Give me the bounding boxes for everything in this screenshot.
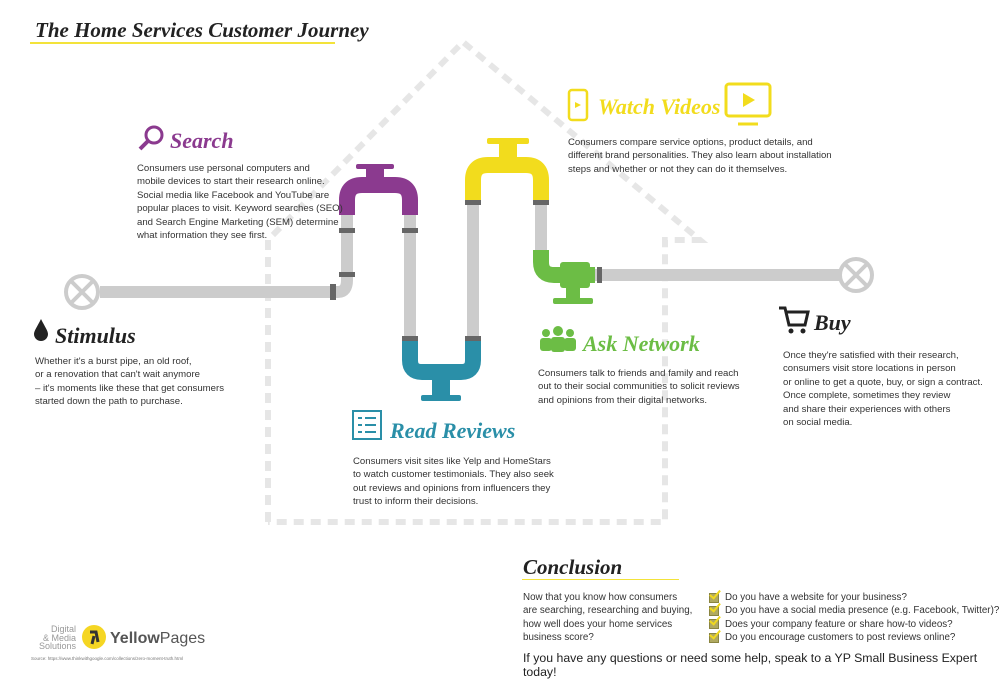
stimulus-heading: Stimulus — [55, 323, 136, 348]
page-title: The Home Services Customer Journey — [35, 18, 369, 42]
checklist-item: Do you have a website for your business? — [709, 591, 999, 604]
shopping-cart-icon — [779, 306, 810, 334]
yellow-faucet — [465, 138, 549, 205]
conclusion-heading: Conclusion — [523, 555, 623, 579]
people-group-icon — [540, 326, 576, 352]
house-outline — [265, 37, 709, 525]
videos-heading: Watch Videos — [598, 94, 721, 119]
title-underline — [30, 42, 335, 44]
blue-faucet — [402, 340, 481, 401]
pipe — [100, 200, 840, 345]
right-valve-icon — [838, 257, 874, 293]
cta-text: If you have any questions or need some h… — [523, 651, 978, 679]
dms-logo-text: Digital & Media Solutions — [38, 624, 76, 651]
water-drop-icon — [34, 319, 48, 341]
network-body: Consumers talk to friends and family and… — [538, 368, 740, 406]
yellowpages-walking-fingers-logo — [82, 625, 106, 649]
checklist-item: Does your company feature or share how-t… — [709, 618, 999, 631]
purple-faucet — [339, 164, 418, 215]
conclusion-checklist: Do you have a website for your business?… — [709, 591, 999, 644]
reviews-body: Consumers visit sites like Yelp and Home… — [353, 456, 554, 508]
video-player-icon — [724, 82, 772, 126]
magnifier-icon — [138, 125, 164, 151]
pipe-connectors — [330, 200, 602, 341]
network-heading: Ask Network — [583, 331, 700, 356]
yellowpages-logo: YellowPages — [110, 630, 206, 647]
checklist-item: Do you encourage customers to post revie… — [709, 631, 999, 644]
green-faucet — [533, 250, 595, 304]
stimulus-body: Whether it's a burst pipe, an old roof, … — [35, 356, 224, 408]
videos-body: Consumers compare service options, produ… — [568, 137, 832, 175]
checklist-icon — [352, 410, 382, 440]
buy-heading: Buy — [814, 310, 851, 335]
reviews-heading: Read Reviews — [390, 418, 516, 443]
checkbox-icon — [709, 632, 719, 643]
phone-icon — [567, 88, 589, 122]
buy-body: Once they're satisfied with their resear… — [783, 350, 983, 429]
checklist-item: Do you have a social media presence (e.g… — [709, 604, 999, 617]
search-body: Consumers use personal computers and mob… — [137, 163, 343, 242]
left-valve-icon — [64, 274, 100, 310]
conclusion-underline — [522, 579, 679, 580]
conclusion-body: Now that you know how consumers are sear… — [523, 592, 693, 644]
source-text: Source: https://www.thinkwithgoogle.com/… — [31, 656, 184, 661]
search-heading: Search — [170, 128, 234, 153]
